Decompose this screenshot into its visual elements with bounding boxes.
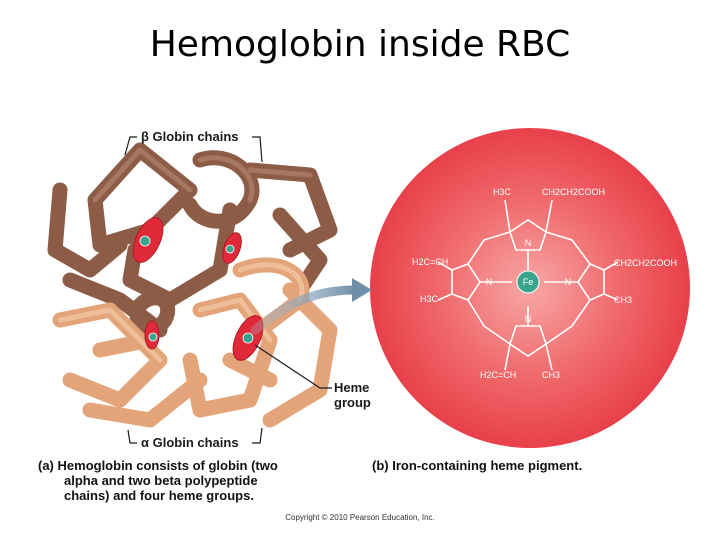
iron-atom (516, 270, 540, 294)
caption-a-line1: Hemoglobin consists of globin (two (57, 458, 278, 473)
caption-a-line2: alpha and two beta polypeptide (64, 473, 258, 488)
hemoglobin-molecule (47, 142, 372, 428)
ch3-bottom-label: CH3 (542, 370, 560, 380)
heme-groups (132, 217, 264, 361)
ch2ch2cooh-right-label: CH2CH2COOH (614, 258, 677, 268)
caption-a: (a) Hemoglobin consists of globin (two a… (38, 458, 278, 503)
caption-b-text: Iron-containing heme pigment. (392, 458, 583, 473)
caption-a-line3: chains) and four heme groups. (64, 488, 254, 503)
pointer-arrow (250, 285, 360, 335)
heme-label-line1: Heme (334, 380, 369, 395)
beta-globin-label: β Globin chains (141, 129, 239, 144)
h2c-ch-left-label: H2C=CH (412, 257, 448, 267)
ch3-right-label: CH3 (614, 295, 632, 305)
pointer-arrow-head (352, 278, 372, 302)
caption-b: (b) Iron-containing heme pigment. (372, 458, 582, 473)
caption-a-tag: (a) (38, 458, 54, 473)
h2c-ch-bottom-label: H2C=CH (480, 370, 516, 380)
alpha-globin-label: α Globin chains (141, 435, 239, 450)
label-leaders (124, 136, 332, 444)
caption-b-tag: (b) (372, 458, 389, 473)
slide-title: Hemoglobin inside RBC (149, 24, 571, 65)
n-left-label: N (486, 277, 493, 287)
h3c-left-label: H3C (420, 294, 439, 304)
n-top-label: N (525, 238, 532, 248)
porphyrin-ring (437, 199, 619, 371)
n-right-label: N (565, 277, 572, 287)
fe-label: Fe (523, 277, 534, 287)
ch2ch2cooh-top-label: CH2CH2COOH (542, 187, 605, 197)
copyright-notice: Copyright © 2010 Pearson Education, Inc. (285, 513, 435, 522)
heme-pigment-panel: Fe N N N N H3C CH2CH2COOH H2C=CH CH2CH2C… (370, 128, 690, 448)
h3c-top-label: H3C (493, 187, 512, 197)
heme-label-line2: group (334, 395, 371, 410)
n-bottom-label: N (525, 314, 532, 324)
